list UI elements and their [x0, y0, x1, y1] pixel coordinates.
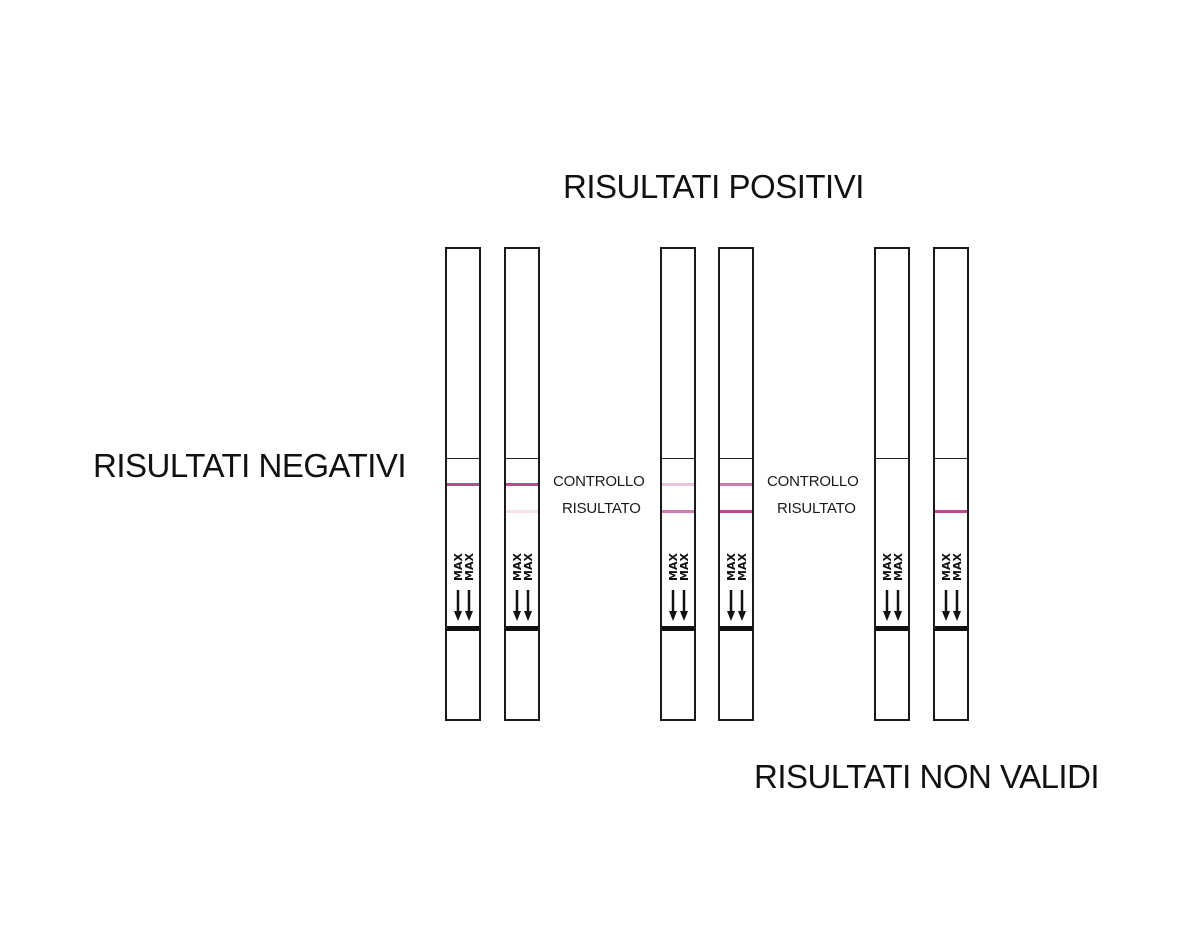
heading-negative-results: RISULTATI NEGATIVI [93, 447, 407, 484]
arrow-head-icon [953, 611, 961, 621]
result-window-edge [720, 458, 752, 459]
max-text: MAX [736, 553, 749, 581]
max-text: MAX [678, 553, 691, 581]
result-line [506, 510, 538, 513]
result-line [935, 510, 967, 513]
result-window-edge [935, 458, 967, 459]
heading-positive-results: RISULTATI POSITIVI [563, 168, 864, 205]
arrow-head-icon [883, 611, 891, 621]
max-text: MAX [667, 553, 680, 581]
arrow-head-icon [680, 611, 688, 621]
arrow-head-icon [894, 611, 902, 621]
max-text: MAX [951, 553, 964, 581]
result-line [662, 510, 694, 513]
arrow-head-icon [738, 611, 746, 621]
max-dip-line [506, 626, 538, 631]
arrow-head-icon [524, 611, 532, 621]
arrow-head-icon [669, 611, 677, 621]
control-line [447, 483, 479, 486]
arrow-head-icon [727, 611, 735, 621]
result-line [720, 510, 752, 513]
result-window-edge [447, 458, 479, 459]
label-result-1: RISULTATO [562, 500, 641, 517]
result-window-edge [506, 458, 538, 459]
max-text: MAX [522, 553, 535, 581]
max-text: MAX [881, 553, 894, 581]
arrow-head-icon [513, 611, 521, 621]
max-text: MAX [940, 553, 953, 581]
heading-invalid-results: RISULTATI NON VALIDI [754, 758, 1100, 795]
max-dip-line [876, 626, 908, 631]
arrow-head-icon [465, 611, 473, 621]
arrow-head-icon [942, 611, 950, 621]
max-text: MAX [511, 553, 524, 581]
result-window-edge [662, 458, 694, 459]
label-control-1: CONTROLLO [553, 473, 645, 490]
control-line [506, 483, 538, 486]
max-text: MAX [725, 553, 738, 581]
label-control-2: CONTROLLO [767, 473, 859, 490]
max-dip-line [447, 626, 479, 631]
max-dip-line [935, 626, 967, 631]
max-text: MAX [892, 553, 905, 581]
control-line [720, 483, 752, 486]
max-text: MAX [463, 553, 476, 581]
max-dip-line [662, 626, 694, 631]
result-window-edge [876, 458, 908, 459]
max-text: MAX [452, 553, 465, 581]
label-result-2: RISULTATO [777, 500, 856, 517]
arrow-head-icon [454, 611, 462, 621]
control-line [662, 483, 694, 486]
max-dip-line [720, 626, 752, 631]
